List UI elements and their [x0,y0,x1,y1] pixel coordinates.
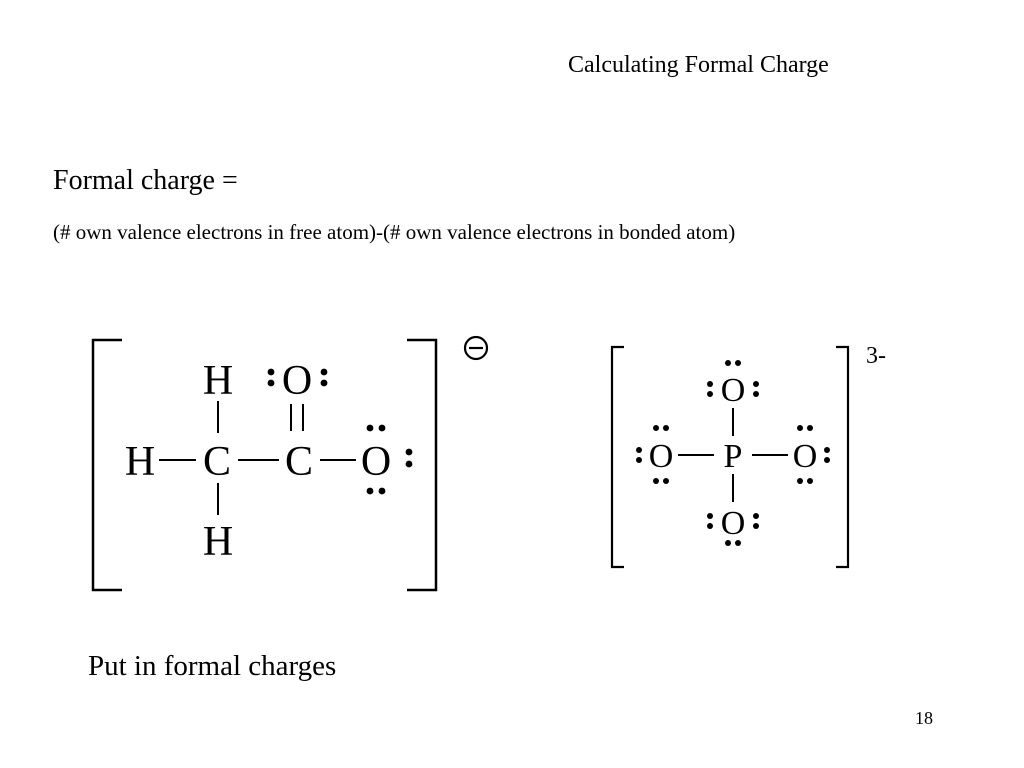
acetate-structure: H O H C C O H [91,335,489,592]
lone-pairs-o-left [636,425,669,484]
atom-c2: C [285,439,313,485]
atom-o-bottom: O [721,505,746,542]
atom-o-right: O [361,439,391,485]
atom-p: P [724,438,743,475]
lone-pairs-o-bottom [707,513,759,546]
phosphate-right-bracket [836,345,850,569]
page-number: 18 [915,708,933,728]
lone-pairs-o-top [267,368,328,387]
atom-o-top: O [721,372,746,409]
acetate-negative-charge-icon [463,335,489,361]
slide-title: Calculating Formal Charge [568,52,829,78]
lone-pairs-o-right [366,424,413,495]
formal-charge-definition: (# own valence electrons in free atom)-(… [53,220,736,244]
phosphate-structure: O O P O O 3- [610,343,886,569]
atom-h-left: H [125,439,155,485]
phosphate-charge: 3- [866,343,886,369]
atom-h-bottom: H [203,519,233,565]
acetate-right-bracket [407,338,438,592]
phosphate-left-bracket [610,345,624,569]
atom-h-top: H [203,358,233,404]
atom-o-right: O [793,438,818,475]
formal-charge-label: Formal charge = [53,165,238,196]
lone-pairs-o-top [707,360,759,397]
instruction-text: Put in formal charges [88,650,337,682]
acetate-left-bracket [91,338,122,592]
atom-c1: C [203,439,231,485]
atom-o-top: O [282,358,312,404]
lone-pairs-o-right [797,425,830,484]
atom-o-left: O [649,438,674,475]
